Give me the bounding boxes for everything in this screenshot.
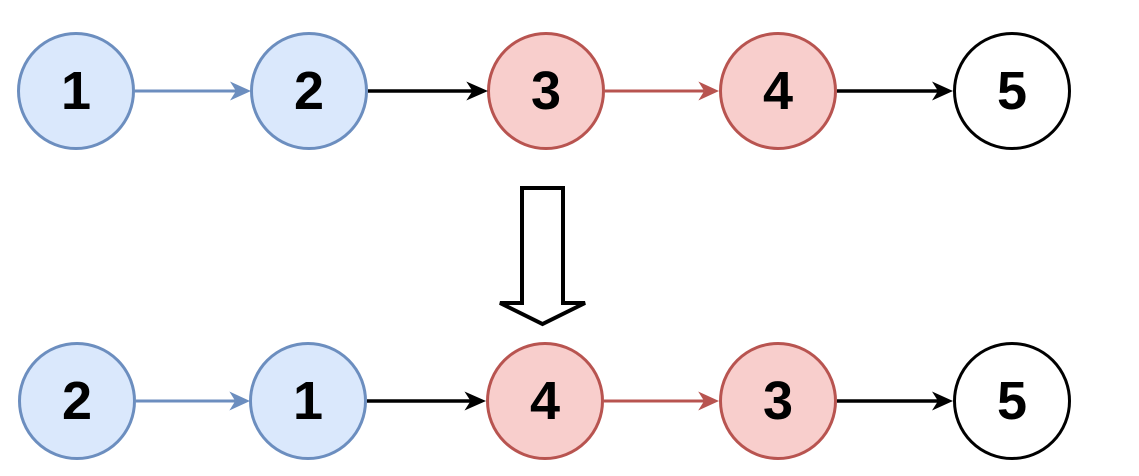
arrow-after-4-to-3 [604, 391, 719, 411]
arrow-before-4-to-5 [837, 81, 953, 101]
node-after-3: 3 [719, 342, 837, 460]
node-before-3: 4 [719, 32, 837, 150]
transform-down-arrow-icon [499, 186, 586, 327]
node-after-4: 5 [953, 342, 1071, 460]
arrow-before-2-to-3 [368, 81, 488, 101]
node-after-1: 1 [249, 342, 367, 460]
node-after-2: 4 [486, 342, 604, 460]
arrow-before-1-to-2 [135, 81, 251, 101]
arrow-after-1-to-4 [367, 391, 486, 411]
node-before-1: 2 [250, 32, 368, 150]
node-after-0: 2 [18, 342, 136, 460]
arrow-after-2-to-1 [136, 391, 250, 411]
node-before-4: 5 [953, 32, 1071, 150]
arrow-before-3-to-4 [605, 81, 719, 101]
arrow-after-3-to-5 [837, 391, 953, 411]
node-before-0: 1 [17, 32, 135, 150]
node-before-2: 3 [487, 32, 605, 150]
